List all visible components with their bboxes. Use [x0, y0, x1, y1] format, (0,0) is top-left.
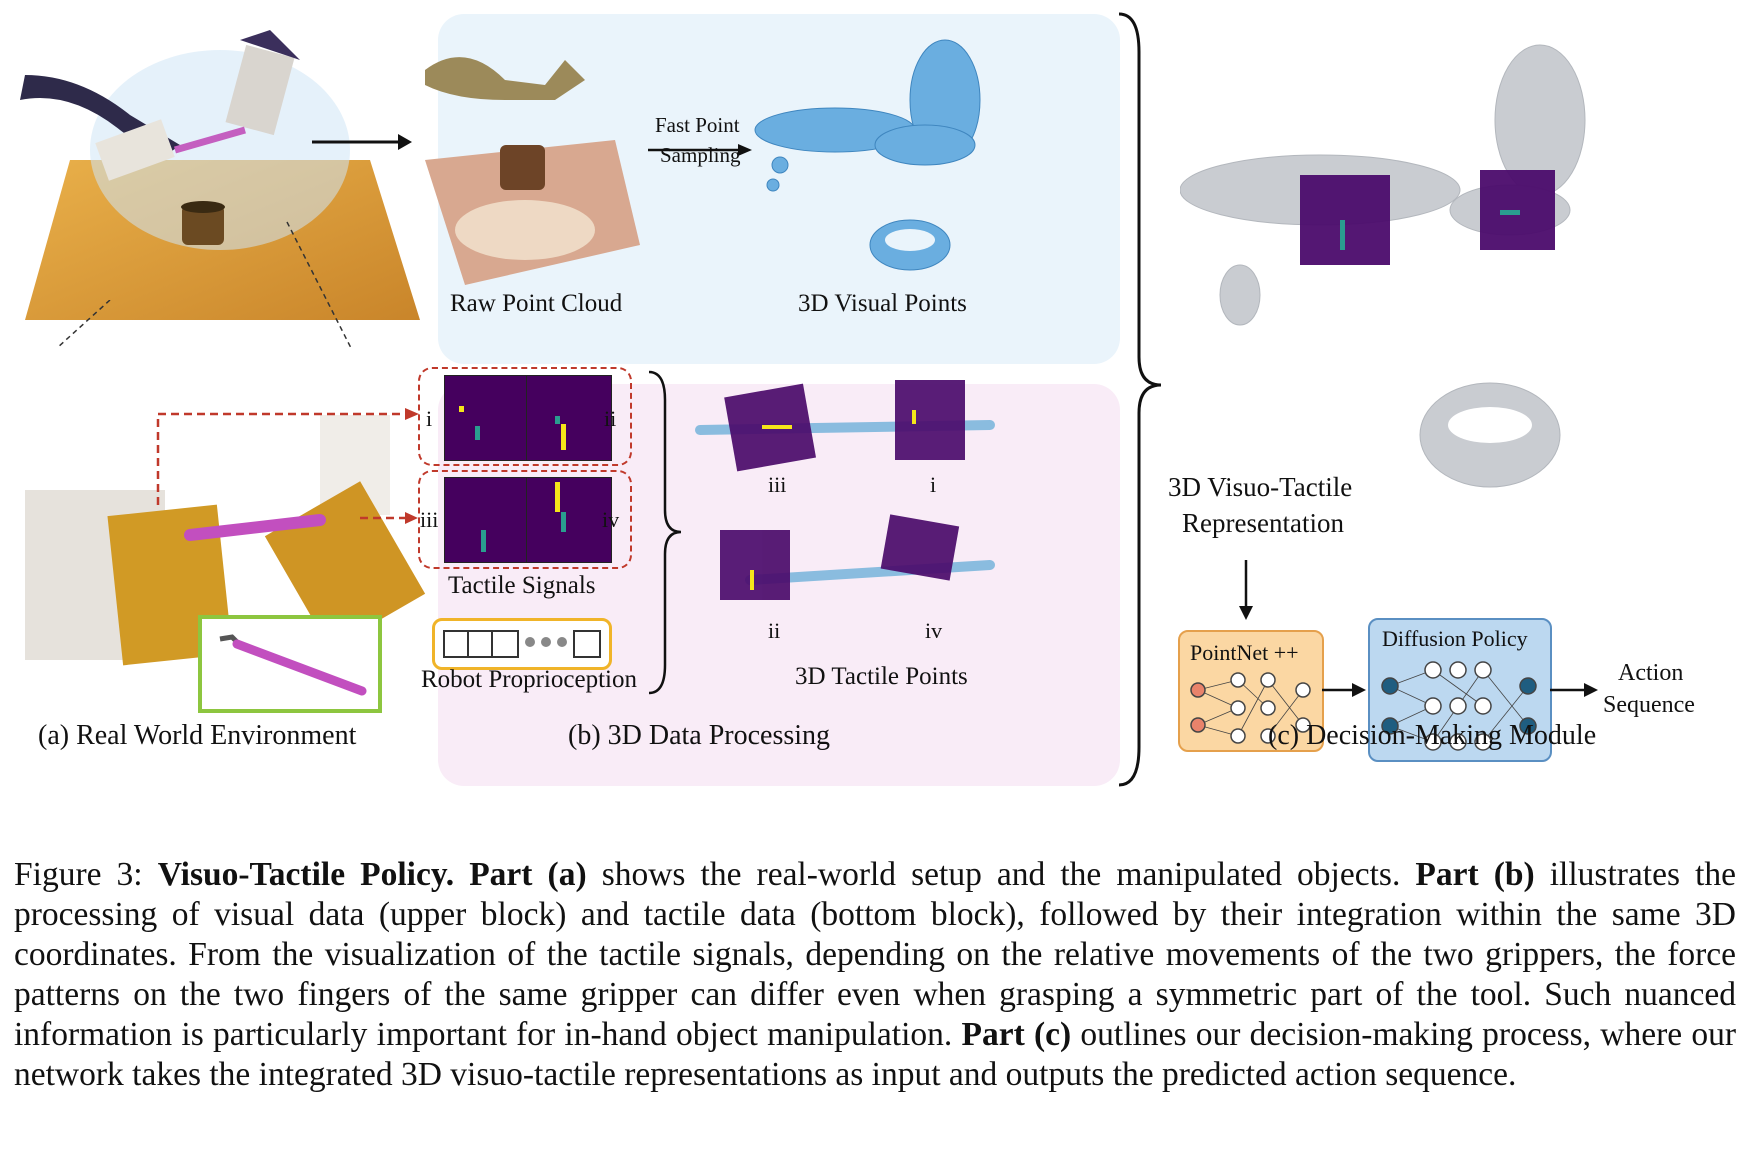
tactile-signals-label: Tactile Signals — [448, 572, 596, 600]
caption-text-a: shows the real-world setup and the manip… — [587, 856, 1416, 893]
pointnet-label: PointNet ++ — [1190, 640, 1299, 666]
arrow-repr-to-pointnet — [1236, 560, 1256, 620]
tactile-heatmap-i — [444, 375, 530, 461]
representation-label-2: Representation — [1182, 508, 1344, 539]
tactile-heatmap-ii — [526, 375, 612, 461]
panel-a-label: (a) Real World Environment — [38, 720, 356, 752]
visual-points-label: 3D Visual Points — [798, 290, 967, 318]
tactile-points-label-iv: iv — [925, 618, 942, 644]
representation-label-1: 3D Visuo-Tactile — [1168, 472, 1352, 503]
caption-title: Visuo-Tactile Policy. — [158, 856, 454, 893]
integration-brace — [1115, 12, 1165, 787]
visuo-tactile-representation-image — [1180, 40, 1660, 490]
fast-point-sampling-label-1: Fast Point — [655, 113, 740, 138]
tool-image — [198, 615, 382, 713]
fast-point-sampling-label-2: Sampling — [660, 143, 741, 168]
zoom-guide-line-left — [55, 300, 115, 350]
tactile-points-label-ii: ii — [768, 618, 780, 644]
red-dashed-arrow-lower — [360, 508, 420, 528]
roman-label-iii: iii — [420, 507, 438, 533]
tactile-brace — [645, 370, 685, 695]
caption-part-a: Part (a) — [469, 856, 586, 893]
caption-prefix: Figure 3: — [14, 856, 143, 893]
roman-label-i: i — [426, 406, 432, 432]
raw-point-cloud-label: Raw Point Cloud — [450, 290, 622, 318]
caption-part-b: Part (b) — [1415, 856, 1534, 893]
action-sequence-label-2: Sequence — [1603, 692, 1695, 719]
roman-label-iv: iv — [602, 507, 619, 533]
roman-label-ii: ii — [604, 406, 616, 432]
arrow-a-to-visual — [312, 130, 412, 154]
panel-c-label: (c) Decision-Making Module — [1268, 720, 1596, 752]
action-sequence-label-1: Action — [1618, 660, 1683, 687]
caption-part-c: Part (c) — [962, 1016, 1072, 1053]
red-dashed-arrow-upper — [155, 400, 425, 510]
raw-point-cloud-image — [415, 30, 645, 285]
real-world-setup-image — [10, 20, 430, 340]
figure-caption: Figure 3: Visuo-Tactile Policy. Part (a)… — [14, 855, 1736, 1095]
arrow-diffusion-to-action — [1550, 680, 1600, 700]
tactile-points-label-i: i — [930, 472, 936, 498]
proprioception-box — [432, 618, 612, 670]
robot-proprioception-label: Robot Proprioception — [421, 666, 637, 694]
visual-points-image — [745, 25, 1015, 275]
diffusion-policy-label: Diffusion Policy — [1382, 626, 1528, 652]
tactile-points-image — [690, 370, 1110, 630]
panel-b-label: (b) 3D Data Processing — [568, 720, 830, 752]
arrow-pointnet-to-diffusion — [1322, 680, 1367, 700]
tactile-points-label-iii: iii — [768, 472, 786, 498]
tactile-points-label: 3D Tactile Points — [795, 663, 968, 691]
zoom-guide-line-right — [285, 220, 355, 350]
tactile-heatmap-iii — [444, 477, 530, 563]
tactile-heatmap-iv — [526, 477, 612, 563]
